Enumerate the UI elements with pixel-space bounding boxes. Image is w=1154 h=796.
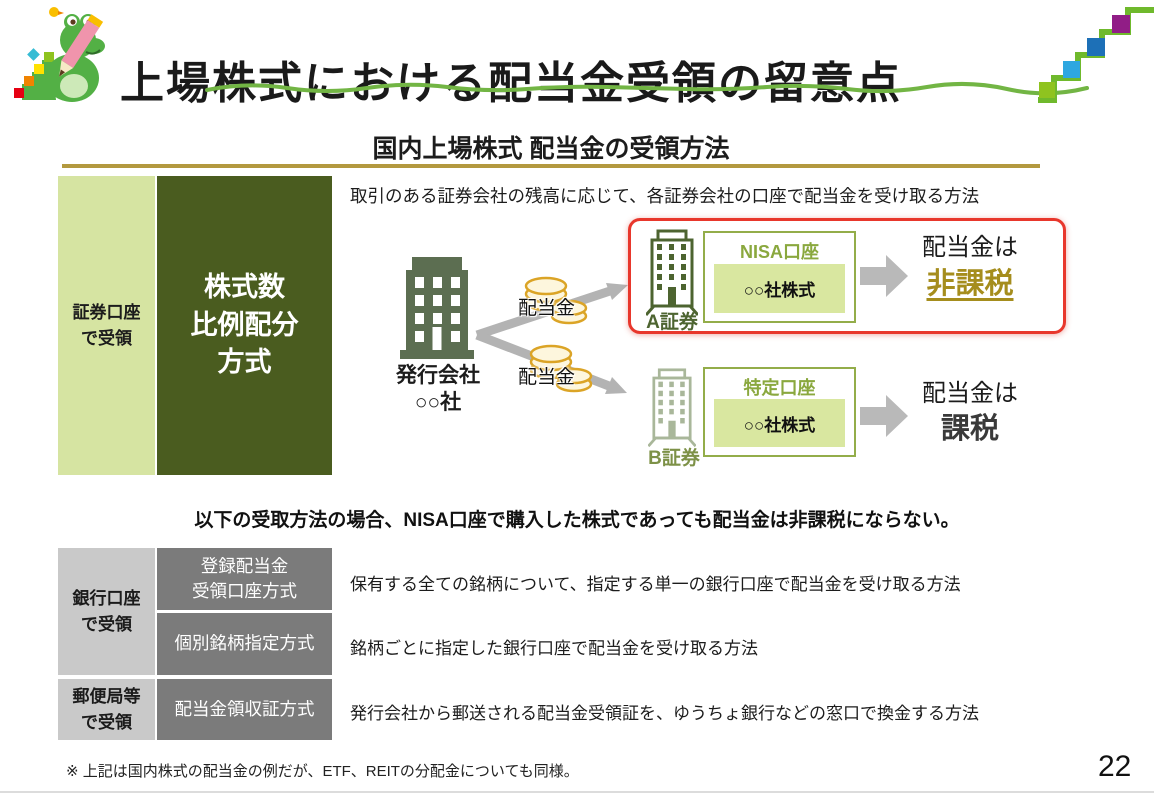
- nisa-result-value: 非課税: [926, 267, 1014, 300]
- description-individual-stock-designation: 銘柄ごとに指定した銀行口座で配当金を受け取る方法: [350, 639, 758, 658]
- issuer-building-icon: [400, 257, 474, 359]
- category-bank-account: 銀行口座 で受領: [58, 548, 155, 675]
- tokutei-account-title: 特定口座: [743, 378, 816, 398]
- section-heading: 国内上場株式 配当金の受領方法: [372, 135, 730, 163]
- coin-stack-icon: [529, 344, 593, 393]
- broker-b-label: B証券: [648, 448, 700, 469]
- nisa-result: 配当金は 非課税: [895, 234, 1045, 302]
- tokutei-account-box: 特定口座 ○○社株式: [703, 367, 856, 457]
- category-post-office: 郵便局等 で受領: [58, 679, 155, 740]
- broker-b-building-icon: [648, 368, 696, 448]
- category-securities-account: 証券口座 で受領: [58, 176, 155, 475]
- gold-rule: [62, 164, 1040, 168]
- securities-method-description: 取引のある証券会社の残高に応じて、各証券会社の口座で配当金を受け取る方法: [350, 186, 980, 206]
- right-arrow-icon: [860, 395, 908, 437]
- coin-stack-icon: [524, 276, 588, 325]
- method-registered-dividend-account: 登録配当金 受領口座方式: [157, 548, 332, 610]
- page-number: 22: [1098, 750, 1132, 783]
- nisa-result-prefix: 配当金は: [922, 234, 1018, 261]
- broker-a-building-icon: [646, 229, 698, 316]
- method-proportional-allocation: 株式数 比例配分 方式: [157, 176, 332, 475]
- mascot-crocodile-icon: [14, 7, 105, 102]
- green-wave-underline: [205, 81, 1089, 96]
- description-dividend-receipt: 発行会社から郵送される配当金受領証を、ゆうちょ銀行などの窓口で換金する方法: [350, 704, 979, 723]
- dividend-label-bottom: 配当金: [518, 367, 576, 388]
- warning-text: 以下の受取方法の場合、NISA口座で購入した株式であっても配当金は非課税にならな…: [194, 510, 960, 531]
- nisa-holding: ○○社株式: [714, 264, 845, 313]
- taxable-result: 配当金は 課税: [895, 380, 1045, 447]
- method-individual-stock-designation: 個別銘柄指定方式: [157, 613, 332, 675]
- method-dividend-receipt: 配当金領収証方式: [157, 679, 332, 740]
- issuer-label: 発行会社 ○○社: [396, 364, 480, 415]
- tokutei-holding: ○○社株式: [714, 399, 845, 447]
- bottom-rule: [0, 791, 1154, 793]
- nisa-highlight-frame: [628, 218, 1066, 334]
- nisa-account-box: NISA口座 ○○社株式: [703, 231, 856, 323]
- dividend-label-top: 配当金: [518, 298, 576, 319]
- broker-a-label: A証券: [646, 312, 698, 333]
- nisa-account-title: NISA口座: [739, 242, 819, 262]
- colored-steps-decoration-icon: [1038, 7, 1154, 103]
- description-registered-dividend-account: 保有する全ての銘柄について、指定する単一の銀行口座で配当金を受け取る方法: [350, 575, 961, 594]
- right-arrow-icon: [860, 255, 908, 297]
- footnote: ※ 上記は国内株式の配当金の例だが、ETF、REITの分配金についても同様。: [66, 763, 579, 780]
- taxable-result-value: 課税: [940, 412, 999, 445]
- taxable-result-prefix: 配当金は: [922, 380, 1018, 407]
